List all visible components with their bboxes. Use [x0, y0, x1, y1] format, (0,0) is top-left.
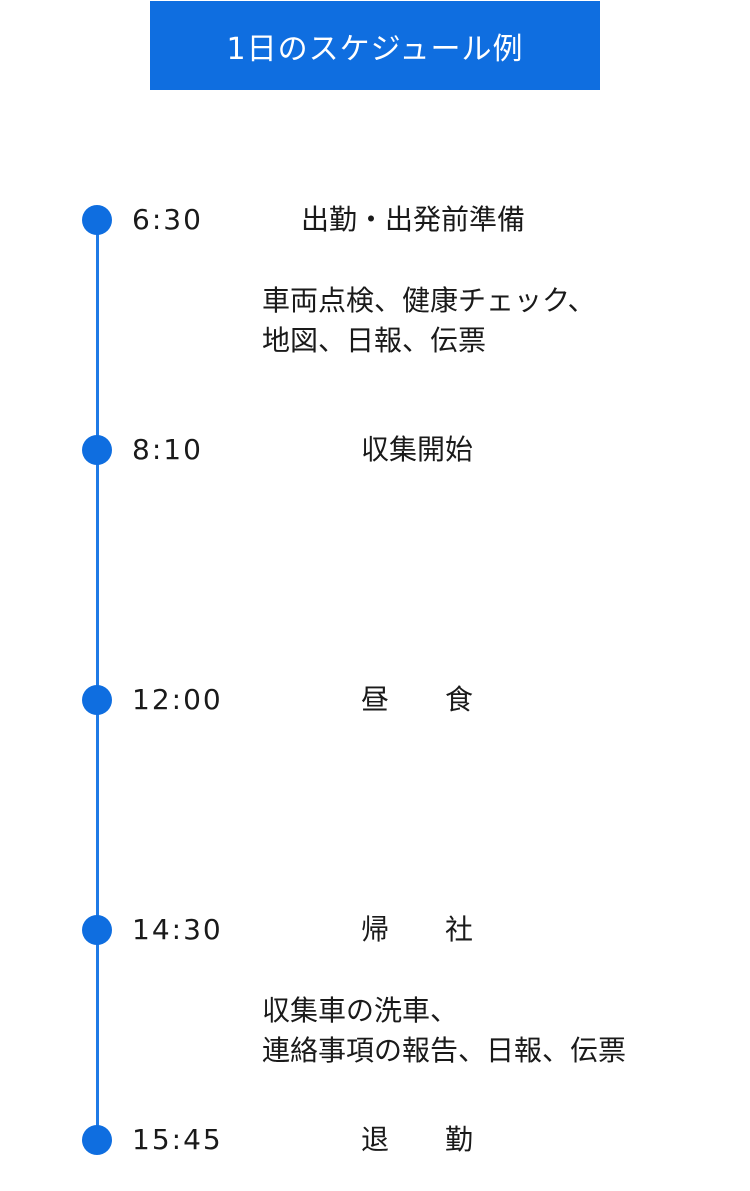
entry-note: 車両点検、健康チェック、 地図、日報、伝票: [262, 281, 595, 361]
entry-note-line: 地図、日報、伝票: [262, 324, 487, 357]
timeline-line: [96, 220, 99, 1140]
entry-note-line: 車両点検、健康チェック、: [262, 284, 596, 317]
entry-time: 6:30: [132, 203, 203, 236]
timeline-dot: [82, 685, 112, 715]
entry-note-line: 連絡事項の報告、日報、伝票: [262, 1034, 627, 1067]
entry-time: 12:00: [132, 683, 223, 716]
schedule-title-text: 1日のスケジュール例: [226, 31, 524, 67]
entry-note-line: 収集車の洗車、: [262, 994, 459, 1027]
schedule-title: 1日のスケジュール例: [150, 1, 600, 90]
entry-event: 出勤・出発前準備: [301, 203, 526, 236]
timeline-dot: [82, 205, 112, 235]
entry-time: 15:45: [132, 1123, 223, 1156]
entry-time: 14:30: [132, 913, 223, 946]
entry-time: 8:10: [132, 433, 203, 466]
timeline-dot: [82, 435, 112, 465]
entry-note: 収集車の洗車、 連絡事項の報告、日報、伝票: [262, 991, 626, 1071]
timeline-dot: [82, 1125, 112, 1155]
entry-event: 昼 食: [361, 683, 474, 716]
entry-event: 収集開始: [361, 433, 474, 466]
entry-event: 退 勤: [361, 1123, 474, 1156]
entry-event: 帰 社: [361, 913, 474, 946]
timeline-dot: [82, 915, 112, 945]
